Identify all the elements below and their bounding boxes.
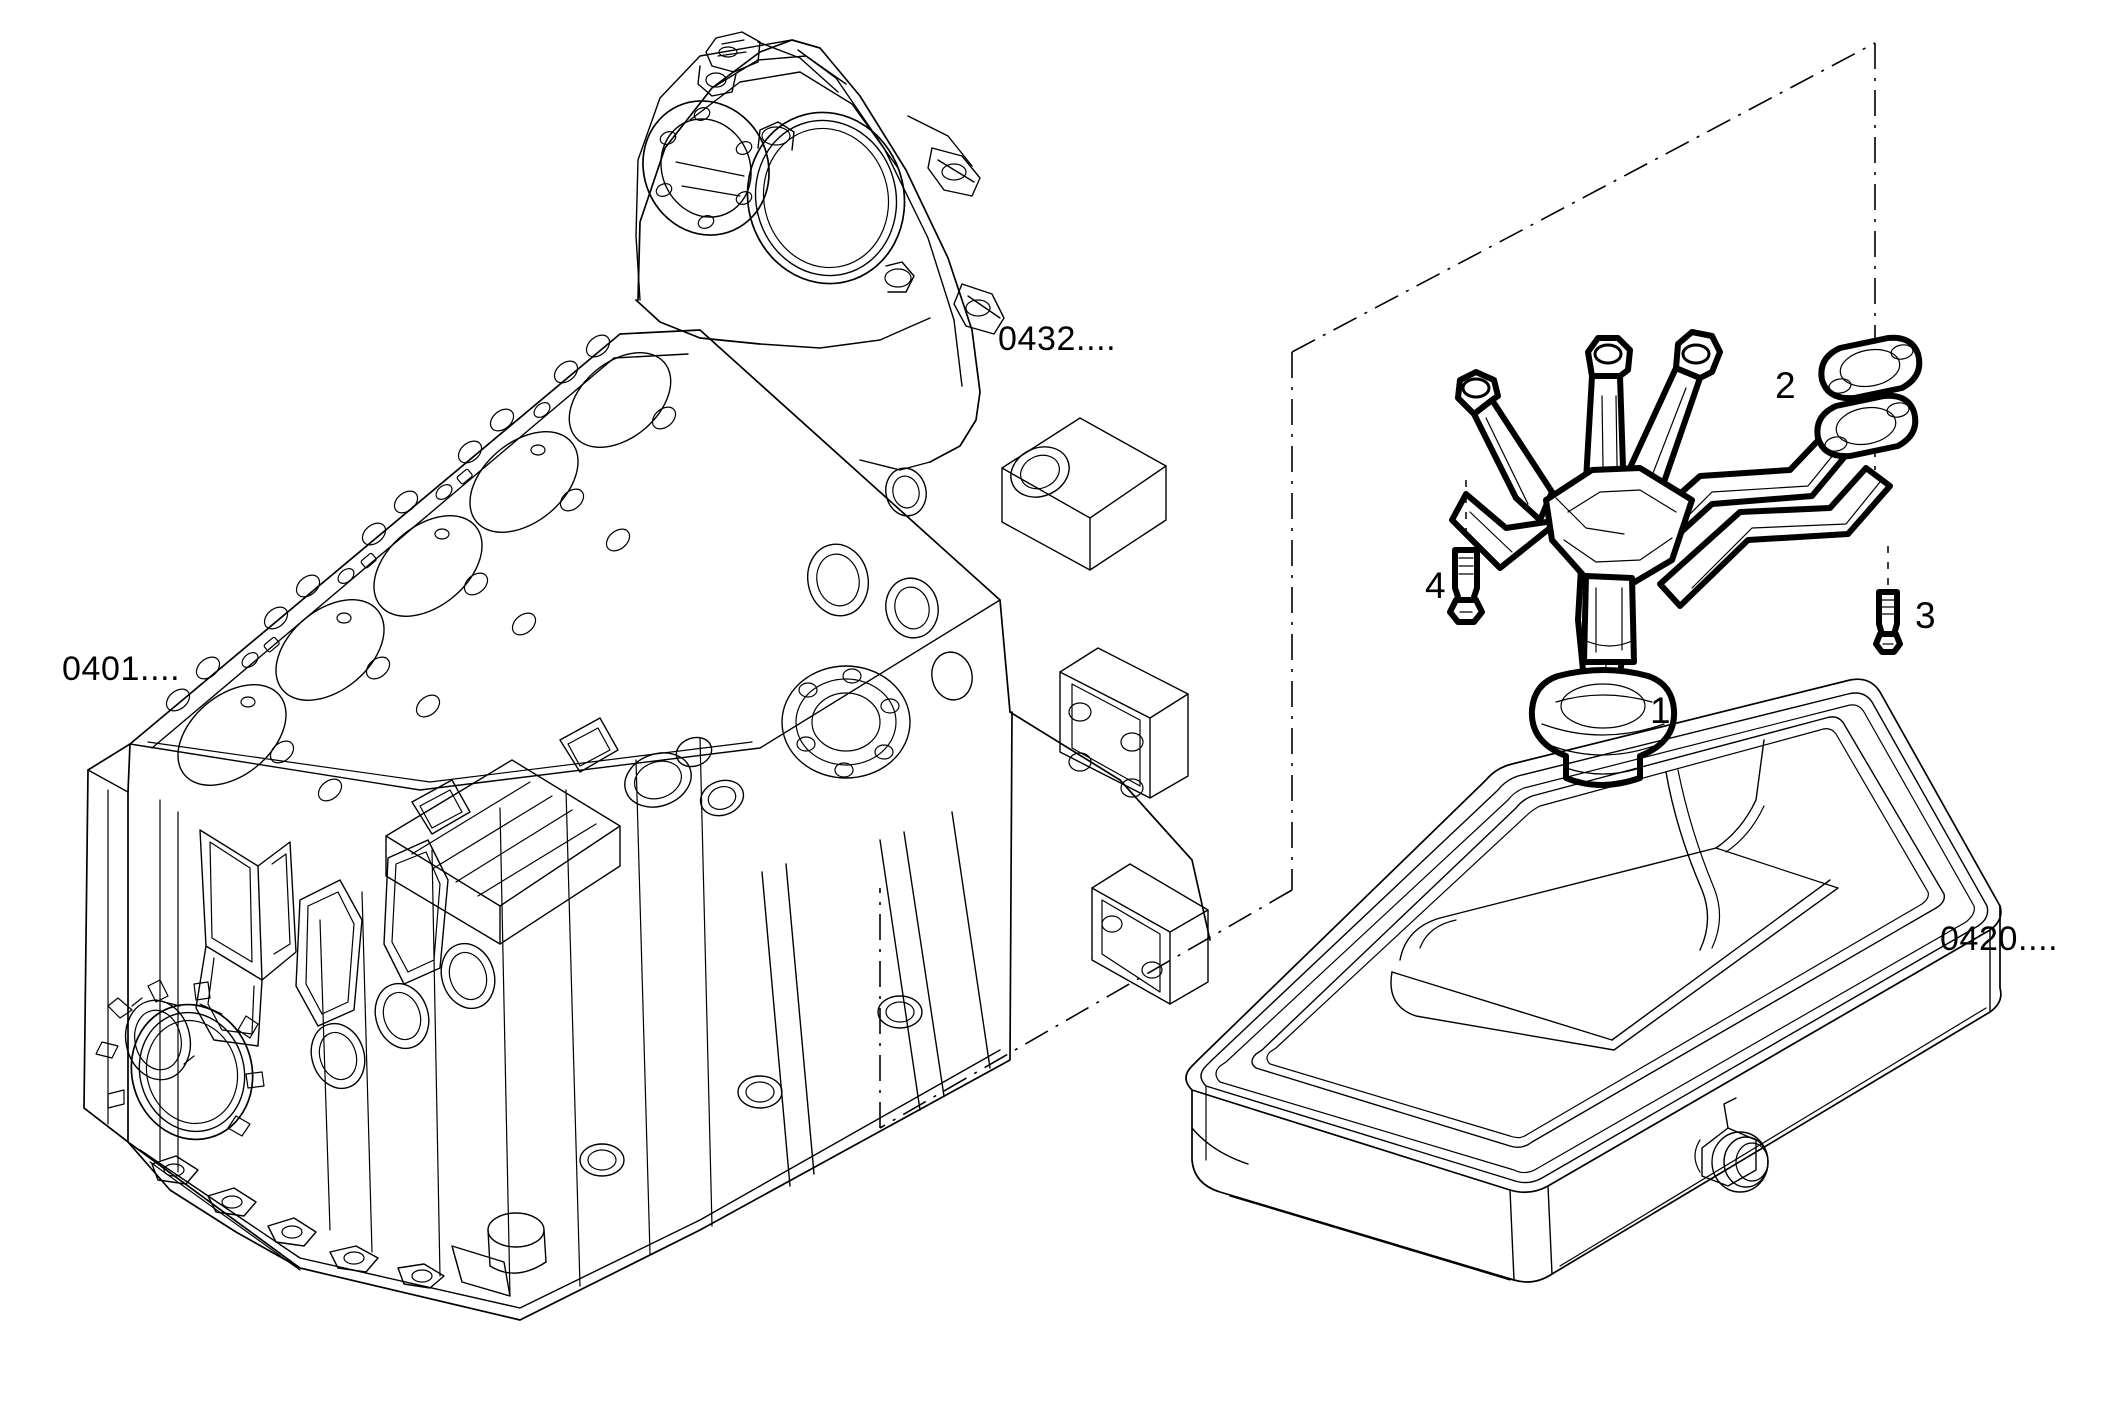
group-label-0420: 0420.... [1940,920,2059,958]
mounting-bolt-left [1447,480,1485,625]
oil-pan [1185,678,2002,1283]
oil-suction-pipe [1449,329,1893,788]
group-label-0401: 0401.... [62,650,181,688]
item-number-1: 1 [1650,690,1671,731]
group-label-0432: 0432.... [998,320,1117,358]
construction-lines [879,42,1876,1129]
item-number-2: 2 [1775,365,1796,406]
mounting-bolt-right [1873,546,1903,655]
cylinder-block [83,329,1211,1321]
item-number-4: 4 [1425,565,1446,606]
flywheel-housing [635,31,1005,471]
suction-flange-gasket [1814,334,1923,460]
item-number-3: 3 [1915,595,1936,636]
